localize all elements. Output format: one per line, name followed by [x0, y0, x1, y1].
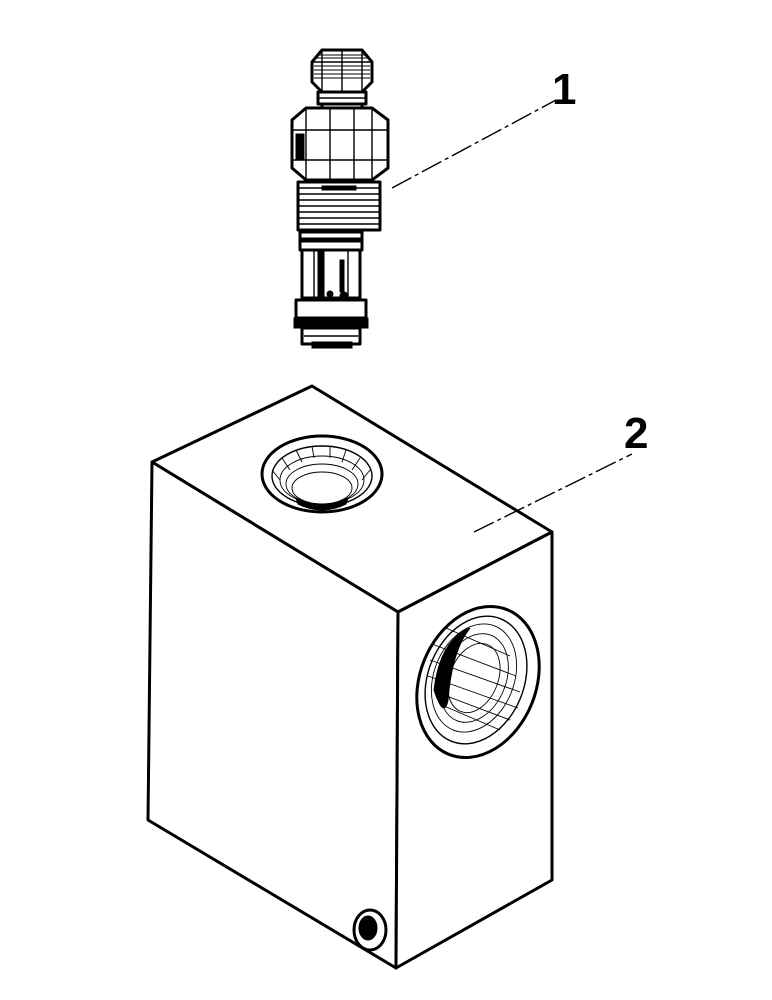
valve-seal-rings	[293, 298, 369, 349]
valve-hex-body	[290, 106, 390, 182]
side-threaded-port	[415, 604, 541, 760]
callout-label-2: 2	[624, 409, 648, 458]
cartridge-valve-part	[290, 48, 390, 349]
top-threaded-port	[260, 434, 384, 514]
nut-knurl-pattern	[314, 54, 370, 79]
callout-1: 1	[391, 65, 576, 189]
valve-thread-section	[296, 180, 382, 232]
mounting-hole	[352, 908, 388, 952]
valve-spool-body	[298, 230, 364, 301]
manifold-block-part	[146, 384, 554, 970]
leader-line-1	[391, 99, 557, 189]
leader-line-2	[473, 453, 633, 533]
callout-2: 2	[473, 409, 648, 533]
valve-top-nut	[310, 48, 374, 94]
callout-label-1: 1	[552, 65, 576, 114]
